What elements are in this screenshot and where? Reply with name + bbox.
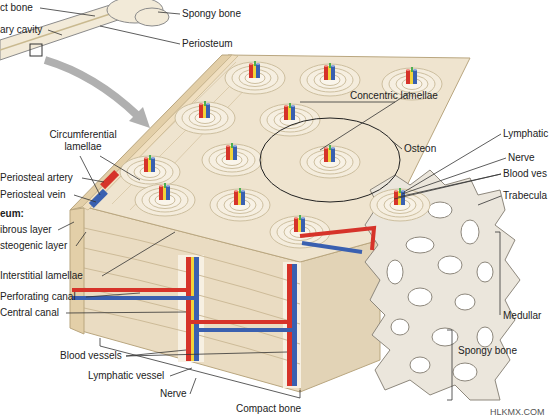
osteon-symbol	[270, 215, 330, 248]
spongy-bone-part	[477, 262, 493, 282]
spongy-bone-part	[477, 327, 493, 347]
blood-vessels-part	[196, 328, 294, 332]
spongy-bone-part	[406, 237, 434, 253]
spongy-bone-part	[461, 220, 479, 244]
long-bone-part	[135, 8, 169, 26]
part-label: steogenic layer	[0, 240, 67, 252]
compact-bone-block-part	[283, 262, 301, 388]
long-bone-part	[0, 14, 110, 50]
part-label: Nerve	[508, 152, 535, 164]
spongy-bone-part	[428, 202, 452, 218]
blood-vessels-part	[100, 170, 119, 189]
part-label: Spongy bone	[458, 345, 517, 357]
spongy-bone	[365, 170, 520, 400]
osteon-symbol	[175, 101, 235, 134]
zoom-arrow	[45, 60, 150, 128]
part-label: Blood vessels	[60, 350, 122, 362]
spongy-bone-part	[365, 170, 520, 400]
zoom-arrow-part	[45, 60, 138, 116]
part-label: Central canal	[0, 307, 59, 319]
part-label: Trabecula	[503, 190, 547, 202]
part-label: Osteon	[404, 143, 436, 155]
group-heading: eum:	[0, 208, 24, 220]
osteon-symbol	[202, 143, 262, 176]
part-label: Spongy bone	[182, 8, 241, 20]
long-bone-part	[0, 5, 118, 60]
part-label: ary cavity	[0, 24, 42, 36]
part-label: Periosteal artery	[0, 172, 73, 184]
osteons	[120, 61, 442, 248]
spongy-bone-part	[408, 288, 432, 306]
osteon-symbol	[135, 183, 195, 216]
long-bone	[0, 0, 169, 60]
part-label: Lymphatic	[503, 128, 548, 140]
part-label: Perforating canal	[0, 291, 76, 303]
spongy-bone-part	[438, 256, 462, 274]
blood-vessels-part	[287, 264, 292, 386]
zoom-arrow-part	[129, 107, 150, 128]
long-bone-part	[30, 44, 42, 56]
osteon-outline	[260, 118, 400, 202]
osteon-symbol	[210, 188, 270, 221]
spongy-bone-part	[410, 357, 430, 373]
spongy-bone-part	[391, 319, 409, 335]
blood-vessels-part	[194, 257, 199, 361]
watermark: HLKMX.COM	[490, 406, 545, 418]
part-label: Nerve	[160, 388, 187, 400]
part-label: Circumferential lamellae	[38, 129, 128, 153]
spongy-bone-part	[453, 363, 477, 381]
blood-vessels-part	[186, 257, 191, 361]
part-label: Interstitial lamellae	[0, 270, 83, 282]
part-label: Periosteum	[182, 38, 233, 50]
spongy-bone-part	[455, 294, 475, 310]
leader-lines	[40, 8, 506, 394]
part-label: ibrous layer	[0, 224, 52, 236]
spongy-bone-part	[432, 328, 458, 346]
blood-vessels-part	[292, 264, 297, 386]
osteon-symbol	[225, 61, 285, 94]
part-label: Compact bone	[236, 403, 301, 415]
osteon-symbol	[120, 155, 180, 188]
part-label: Lymphatic vessel	[88, 370, 164, 382]
spongy-bone-part	[387, 260, 403, 284]
blood-vessels-part	[191, 257, 194, 361]
part-label: ct bone	[0, 2, 33, 14]
part-label: Periosteal vein	[0, 189, 66, 201]
blood-vessels-part	[188, 320, 290, 324]
periosteum-layers	[70, 55, 238, 334]
blood-vessels-part	[302, 243, 362, 252]
part-label: Blood ves	[503, 168, 547, 180]
part-label: Concentric lamellae	[350, 90, 438, 102]
osteon-symbol	[300, 145, 360, 178]
part-label: Medullar	[503, 310, 541, 322]
blood-vessels-part	[72, 288, 188, 292]
